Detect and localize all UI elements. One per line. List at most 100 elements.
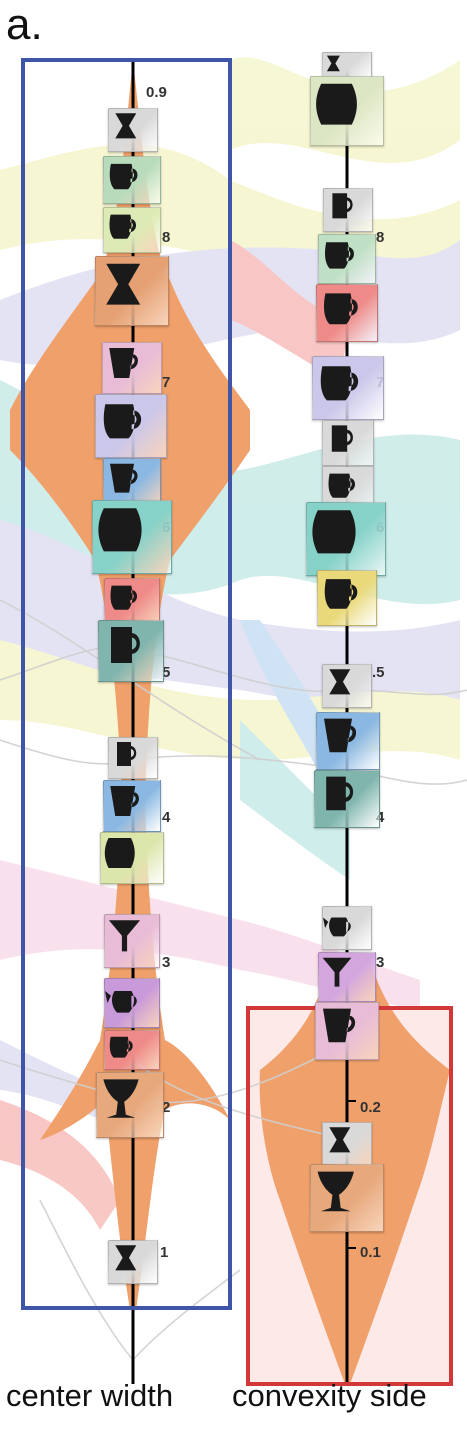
- mug-icon: [109, 163, 138, 190]
- tapered-cup-icon: [109, 348, 138, 378]
- straight-cup-icon-path: [326, 776, 354, 811]
- straight-cup-icon: [332, 193, 353, 219]
- mug-icon-path: [109, 163, 138, 190]
- ribbon-orange-left: [10, 60, 250, 1310]
- thumbnail-mug-icon[interactable]: [318, 234, 376, 284]
- thumbnail-mug-icon[interactable]: [316, 284, 378, 342]
- thumbnail-tapered-cup-icon[interactable]: [102, 342, 162, 394]
- mug-icon: [323, 293, 358, 325]
- mug-icon-path: [109, 1036, 133, 1058]
- tick-label: 8: [162, 229, 171, 246]
- tick-label: 0.1: [360, 1244, 381, 1261]
- mug-icon-path: [324, 579, 358, 609]
- teapot-icon: [323, 917, 351, 937]
- hourglass-icon-path: [115, 113, 137, 139]
- tick-label: 3: [376, 954, 385, 971]
- thumbnail-barrel-mug-icon[interactable]: [310, 76, 384, 146]
- thumbnail-barrel-mug-icon[interactable]: [100, 832, 164, 884]
- thumbnail-funnel-icon[interactable]: [318, 952, 376, 1002]
- tapered-cup-icon-path: [109, 348, 138, 378]
- barrel-mug-icon-path: [104, 838, 135, 868]
- thumbnail-straight-cup-icon[interactable]: [98, 620, 164, 682]
- barrel-mug-icon-path: [98, 508, 142, 552]
- thumbnail-barrel-mug-icon[interactable]: [306, 502, 386, 576]
- thumbnail-tapered-cup-icon[interactable]: [316, 712, 380, 770]
- teapot-icon: [105, 990, 137, 1013]
- thumbnail-mug-icon[interactable]: [312, 356, 384, 420]
- thumbnail-mug-icon[interactable]: [104, 578, 160, 624]
- tapered-cup-icon-path: [109, 463, 138, 493]
- goblet-icon-path: [317, 1171, 354, 1212]
- hourglass-icon: [329, 669, 351, 695]
- thumbnail-mug-icon[interactable]: [104, 1030, 160, 1070]
- tick-label: 0.2: [360, 1099, 381, 1116]
- thumbnail-mug-icon[interactable]: [317, 570, 377, 626]
- thumbnail-mug-icon[interactable]: [95, 394, 167, 458]
- hourglass-icon: [326, 55, 340, 72]
- thumbnail-tapered-cup-icon[interactable]: [103, 780, 161, 832]
- tick-label: 1: [160, 1244, 169, 1261]
- tick-label: 2: [162, 1099, 171, 1116]
- thumbnail-mug-icon[interactable]: [103, 207, 161, 253]
- thumbnail-hourglass-icon[interactable]: [108, 108, 158, 152]
- barrel-mug-icon: [104, 838, 135, 868]
- thumbnail-teapot-icon[interactable]: [322, 906, 372, 950]
- thumbnail-goblet-icon[interactable]: [310, 1164, 384, 1232]
- axis-title-center-width: center width: [6, 1378, 174, 1413]
- barrel-mug-icon: [312, 510, 356, 554]
- hourglass-icon-path: [329, 1127, 351, 1153]
- thumbnail-straight-cup-icon[interactable]: [323, 188, 373, 232]
- tapered-cup-icon: [109, 463, 138, 493]
- teapot-icon-path: [105, 990, 137, 1013]
- ribbon-salmon: [230, 240, 350, 380]
- tapered-cup-icon-path: [322, 1008, 356, 1043]
- thumbnail-straight-cup-icon[interactable]: [108, 737, 158, 779]
- straight-cup-icon: [111, 627, 140, 663]
- thumbnail-goblet-icon[interactable]: [96, 1072, 164, 1138]
- thumbnail-hourglass-icon[interactable]: [322, 664, 372, 708]
- barrel-mug-icon-path: [316, 83, 357, 125]
- thumbnail-funnel-icon[interactable]: [104, 914, 160, 968]
- tick-label: 4: [162, 809, 171, 826]
- thumbnail-tapered-cup-icon[interactable]: [315, 1002, 379, 1060]
- tick-label: 7: [162, 374, 171, 391]
- barrel-mug-icon: [98, 508, 142, 552]
- hourglass-icon: [106, 263, 141, 305]
- tick-label: 0.9: [146, 84, 167, 101]
- selection-box-blue[interactable]: [21, 58, 232, 1310]
- mug-icon-path: [324, 242, 354, 269]
- thumbnail-teapot-icon[interactable]: [104, 978, 160, 1028]
- thumbnail-barrel-mug-icon[interactable]: [92, 500, 172, 574]
- thumbnail-mug-icon[interactable]: [103, 156, 161, 204]
- straight-cup-icon-path: [332, 193, 353, 219]
- barrel-mug-icon: [316, 83, 357, 125]
- barrel-mug-icon-path: [312, 510, 356, 554]
- thumbnail-straight-cup-icon[interactable]: [314, 770, 380, 828]
- tick-label: 5: [162, 664, 171, 681]
- thumbnail-straight-cup-icon[interactable]: [322, 420, 374, 466]
- thumbnail-tapered-cup-icon[interactable]: [103, 458, 161, 508]
- mug-icon-path: [109, 214, 137, 239]
- mug-icon-path: [320, 366, 359, 401]
- hourglass-icon-path: [106, 263, 141, 305]
- straight-cup-icon: [331, 425, 353, 452]
- mug-icon: [109, 214, 137, 239]
- tapered-cup-icon: [110, 786, 139, 816]
- ribbon-salmon: [0, 1100, 120, 1230]
- mug-icon-path: [103, 404, 142, 439]
- funnel-icon-path: [108, 920, 141, 952]
- thumbnail-hourglass-icon[interactable]: [95, 256, 169, 326]
- hourglass-icon: [115, 1245, 137, 1271]
- straight-cup-icon-path: [117, 742, 137, 766]
- tick-label: 4: [376, 809, 385, 826]
- tick-label: .5: [372, 664, 385, 681]
- thumbnail-hourglass-icon[interactable]: [108, 1240, 158, 1284]
- tapered-cup-icon: [323, 718, 357, 753]
- axis-title-convexity-side: convexity side: [232, 1378, 427, 1413]
- thumbnail-hourglass-icon[interactable]: [322, 1122, 372, 1166]
- hourglass-icon: [115, 113, 137, 139]
- hourglass-icon-path: [326, 55, 340, 72]
- mug-icon: [103, 404, 142, 439]
- tapered-cup-icon: [322, 1008, 356, 1043]
